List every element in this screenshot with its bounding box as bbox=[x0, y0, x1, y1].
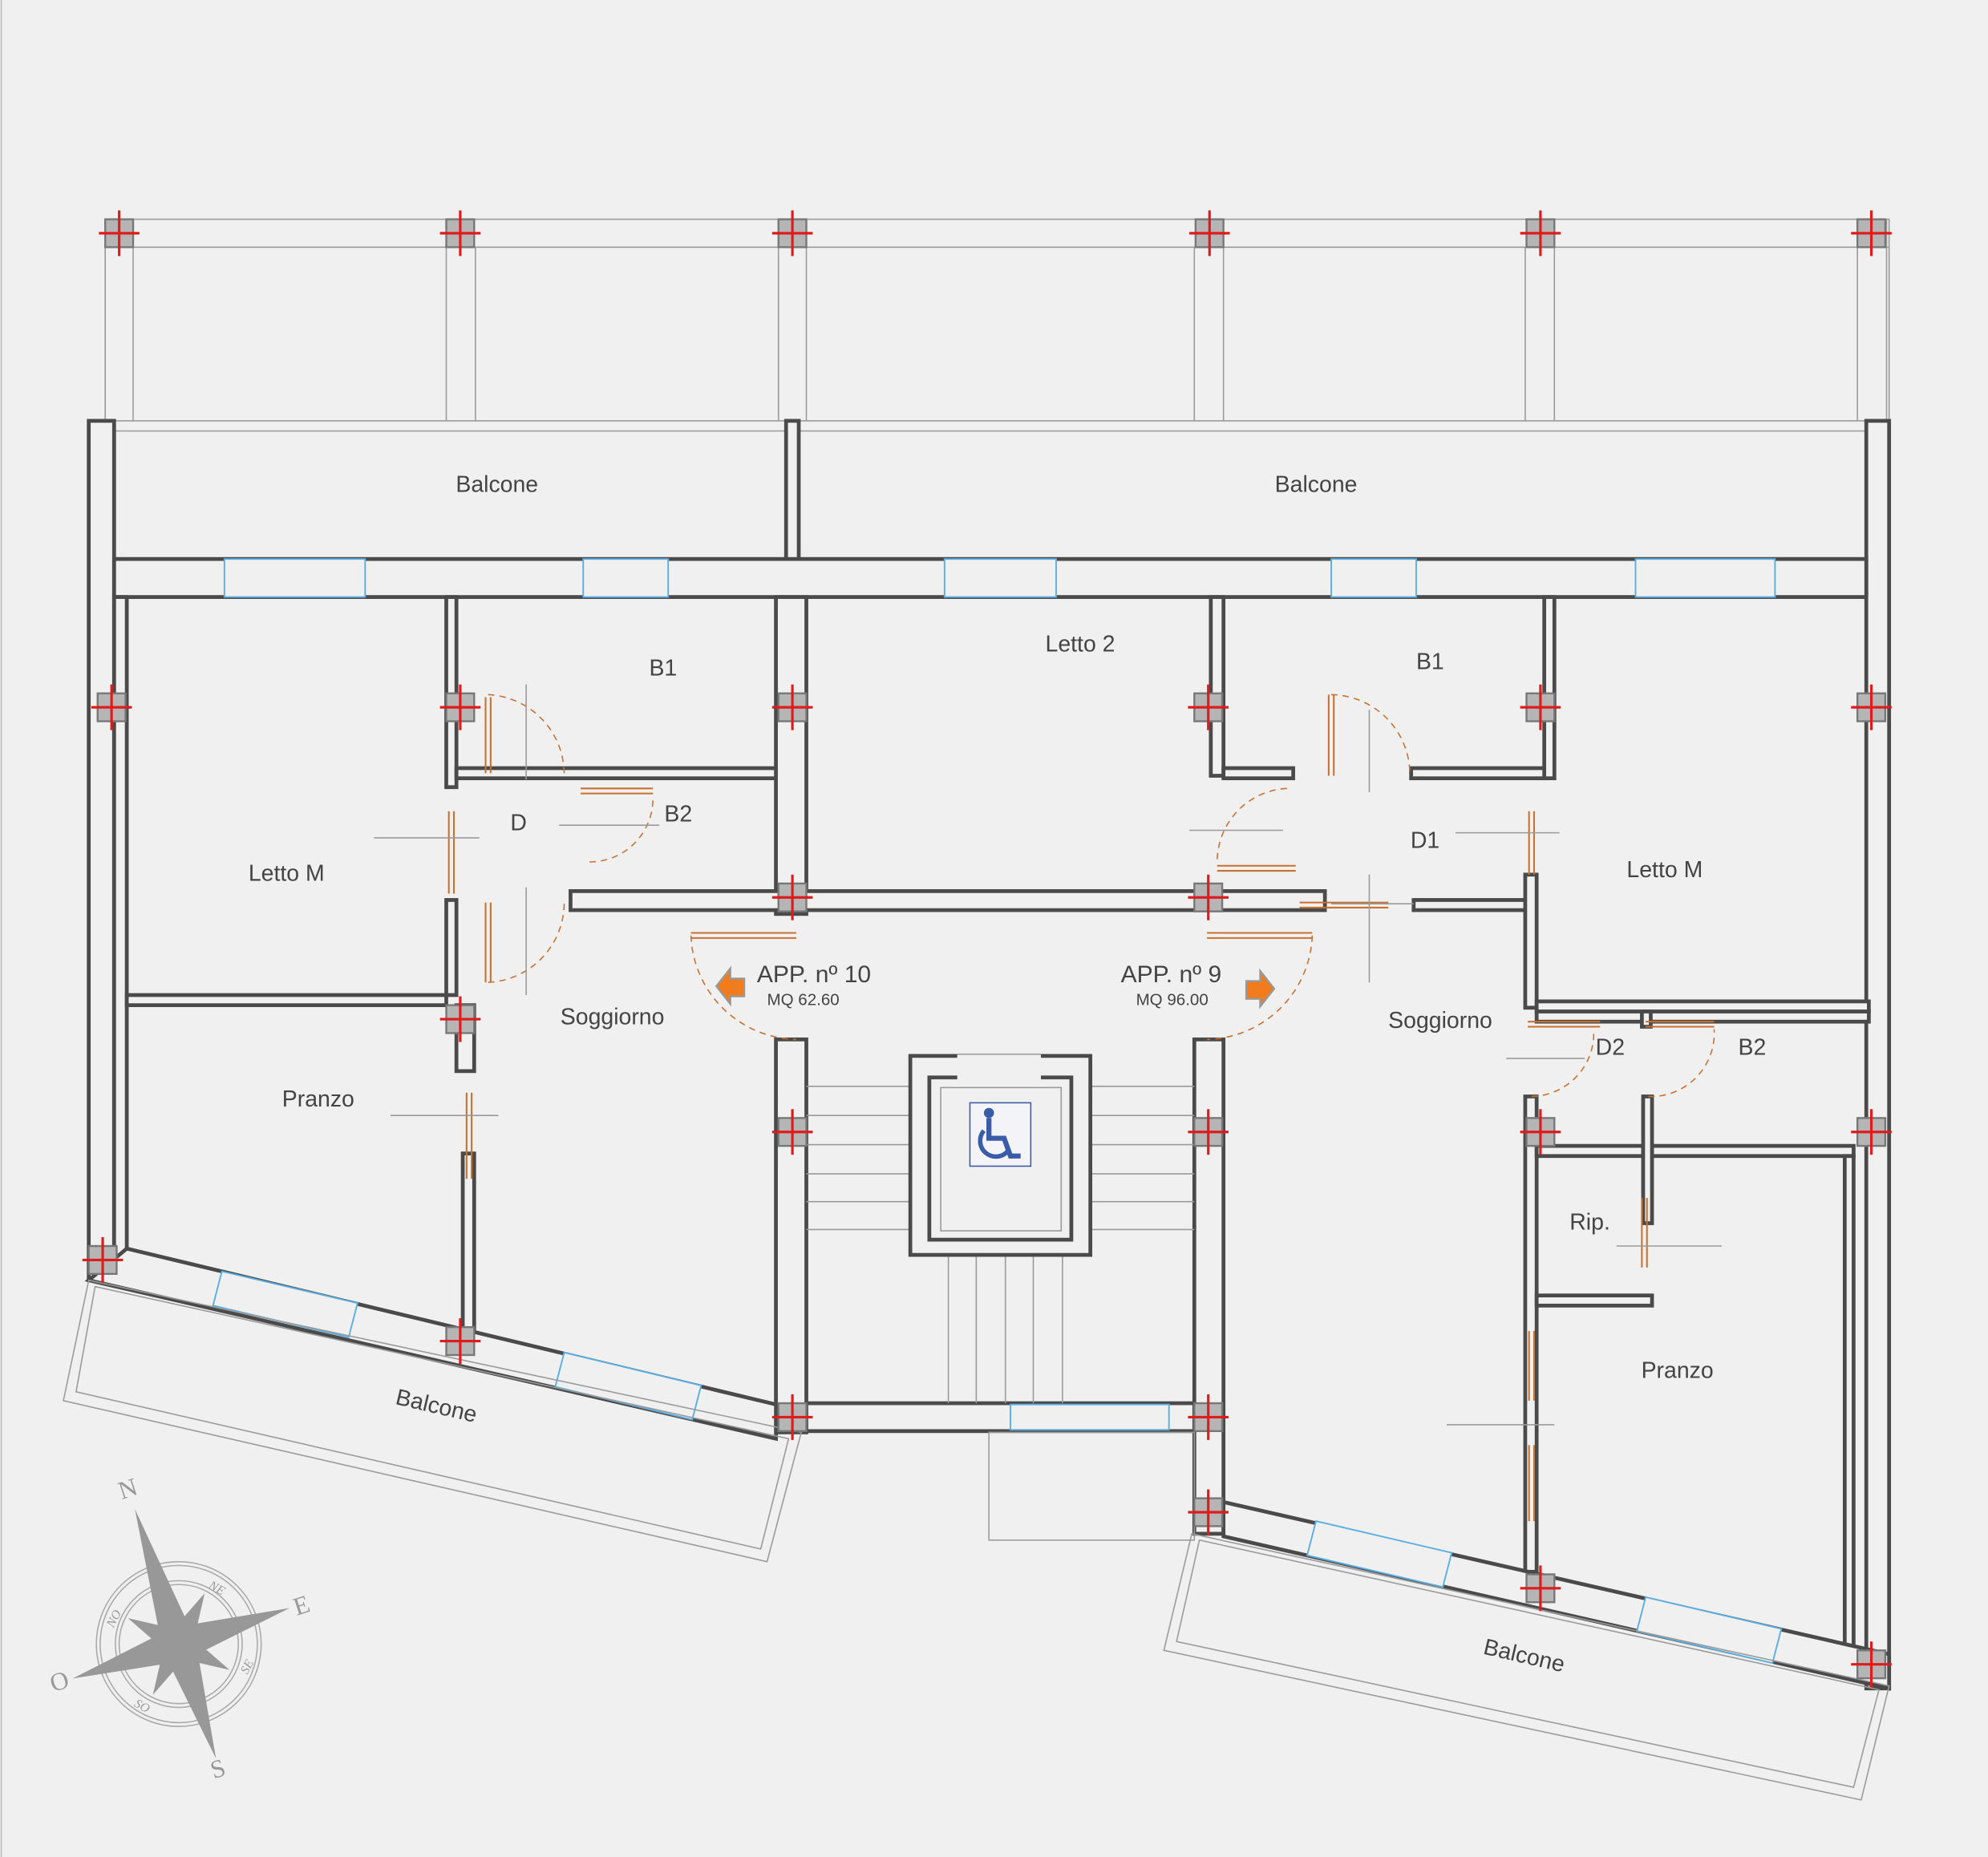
apartment-label: APP. nº 10 bbox=[757, 961, 871, 988]
room-label: Soggiorno bbox=[561, 1004, 665, 1030]
room-label: Pranzo bbox=[1642, 1357, 1714, 1383]
room-label: D2 bbox=[1596, 1034, 1625, 1060]
apartment-9-entry: APP. nº 9 MQ 96.00 bbox=[1121, 961, 1276, 1009]
compass-o: O bbox=[47, 1665, 73, 1697]
room-label: Soggiorno bbox=[1388, 1008, 1492, 1034]
balcony-outlines bbox=[63, 1279, 1890, 1801]
room-label: Balcone bbox=[1275, 471, 1358, 497]
room-label: Balcone bbox=[455, 471, 538, 497]
apartment-area: MQ 62.60 bbox=[767, 991, 840, 1009]
doors bbox=[374, 684, 1722, 1522]
columns bbox=[82, 210, 1892, 1688]
accessibility-icon bbox=[969, 1102, 1032, 1167]
compass-ne: NE bbox=[205, 1578, 227, 1598]
room-label: Balcone bbox=[1481, 1634, 1567, 1677]
compass-rose: N E S O NE SE SO NO bbox=[47, 1472, 314, 1785]
room-labels: Balcone Balcone B1 B1 Letto 2 B2 D D1 Le… bbox=[249, 471, 1766, 1677]
room-label: Letto M bbox=[1626, 857, 1703, 883]
room-label: Balcone bbox=[393, 1385, 479, 1428]
pergola bbox=[104, 218, 1890, 432]
arrow-right-icon bbox=[1245, 968, 1276, 1009]
arrow-left-icon bbox=[715, 965, 746, 1007]
windows bbox=[212, 558, 1783, 1665]
compass-s: S bbox=[207, 1754, 229, 1785]
room-label: B2 bbox=[664, 801, 692, 827]
compass-e: E bbox=[289, 1589, 313, 1620]
room-label: Rip. bbox=[1569, 1209, 1610, 1235]
compass-n: N bbox=[115, 1472, 141, 1504]
room-label: D bbox=[510, 810, 527, 835]
room-label: B1 bbox=[1416, 649, 1444, 675]
stairwell bbox=[806, 1054, 1195, 1404]
room-label: Letto M bbox=[249, 861, 325, 887]
room-label: D1 bbox=[1411, 828, 1439, 854]
room-label: Pranzo bbox=[282, 1086, 354, 1112]
apartment-label: APP. nº 9 bbox=[1121, 961, 1222, 988]
apartment-area: MQ 96.00 bbox=[1136, 991, 1209, 1009]
room-label: Letto 2 bbox=[1046, 632, 1115, 657]
compass-se: SE bbox=[238, 1657, 257, 1677]
room-label: B1 bbox=[649, 656, 677, 682]
room-label: B2 bbox=[1739, 1034, 1767, 1060]
apartment-10-entry: APP. nº 10 MQ 62.60 bbox=[715, 961, 871, 1009]
